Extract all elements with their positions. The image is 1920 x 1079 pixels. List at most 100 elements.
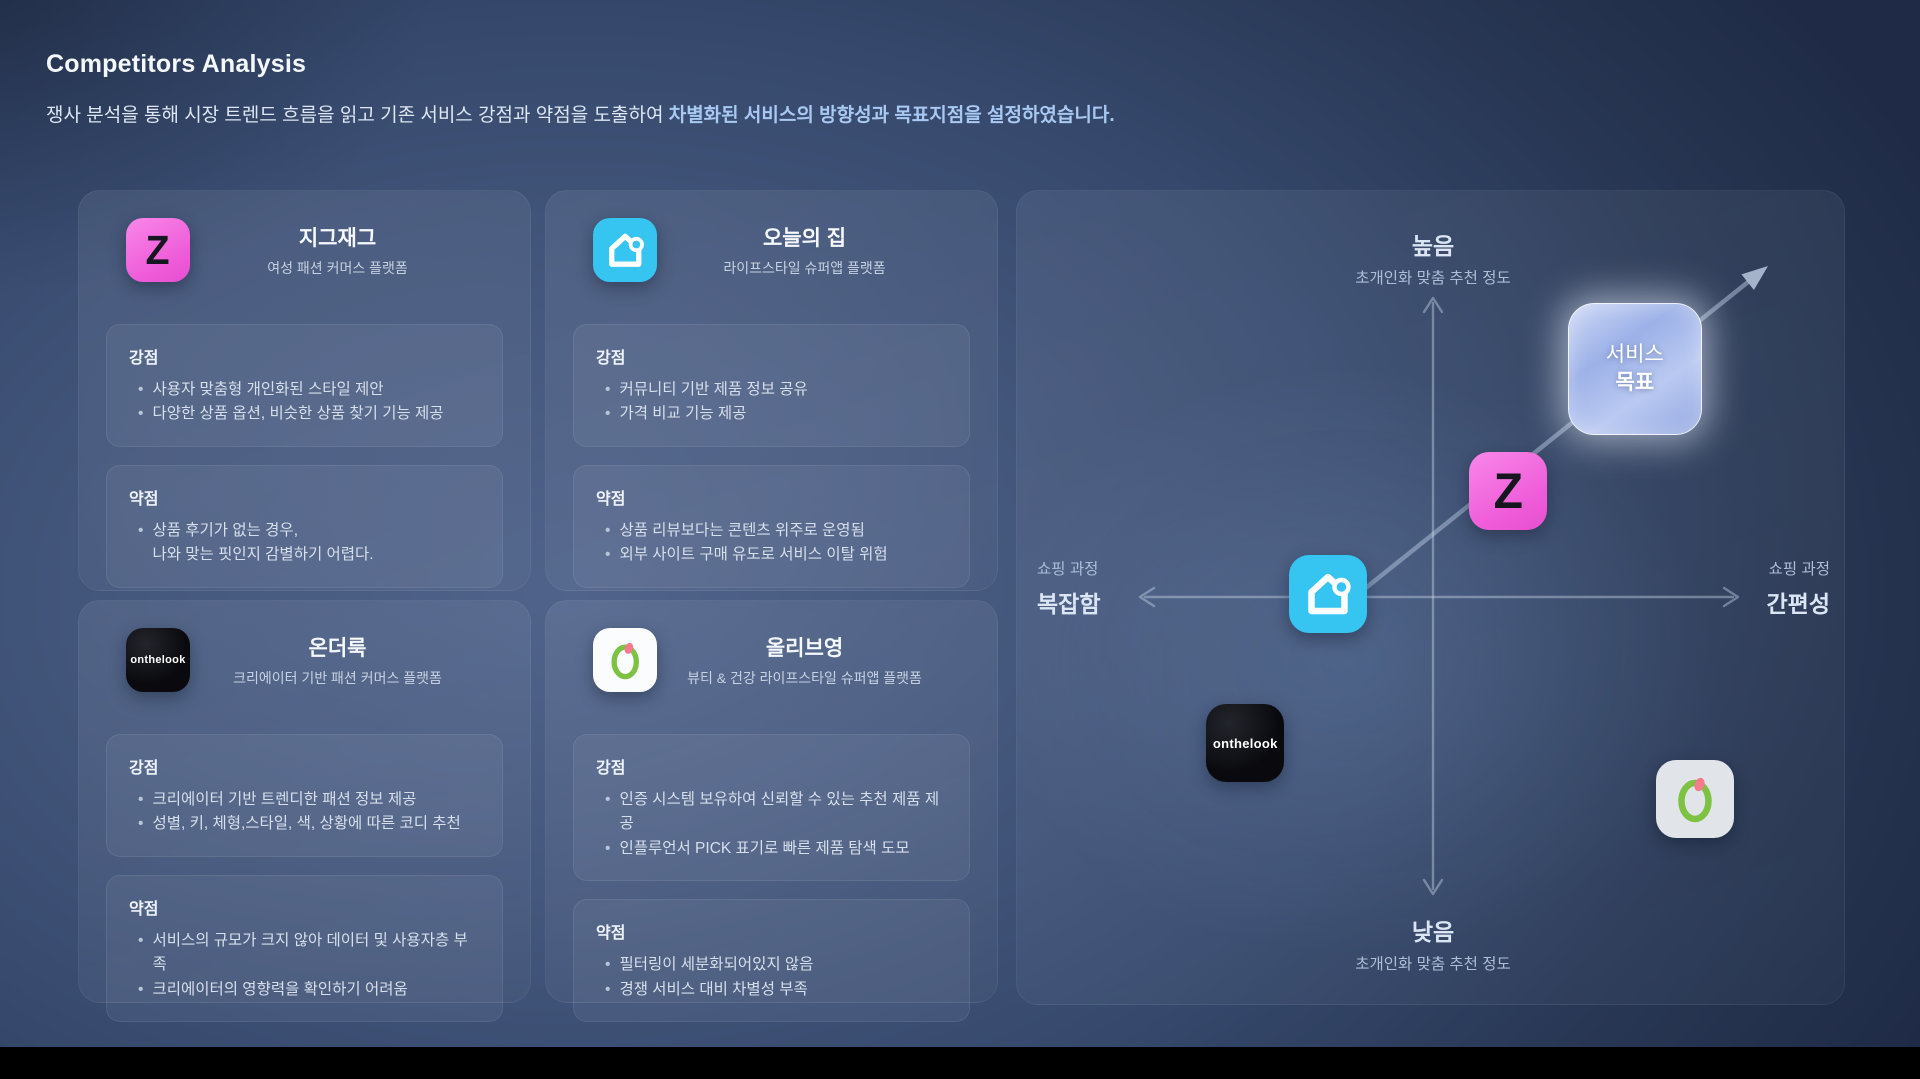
page-title: Competitors Analysis bbox=[46, 50, 307, 78]
bullet-item: • 사용자 맞춤형 개인화된 스타일 제안 bbox=[129, 378, 480, 402]
competitor-tagline: 여성 패션 커머스 플랫폼 bbox=[267, 260, 408, 276]
bullet-dot: • bbox=[138, 791, 144, 808]
bullet-dot: • bbox=[138, 931, 144, 949]
strengths-list: • 커뮤니티 기반 제품 정보 공유 • 가격 비교 기능 제공 bbox=[596, 378, 947, 427]
bullet-dot: • bbox=[138, 521, 144, 539]
competitor-card: onthelook 온더룩 크리에이터 기반 패션 커머스 플랫폼 강점 •크리… bbox=[78, 600, 531, 1023]
competitor-tagline: 라이프스타일 슈퍼앱 플랫폼 bbox=[723, 260, 886, 276]
y-axis-down-arrow-icon bbox=[1422, 878, 1444, 896]
weaknesses-label: 약점 bbox=[129, 490, 159, 508]
bullet-dot: • bbox=[138, 405, 144, 423]
chart-point-ohouse bbox=[1288, 555, 1367, 634]
bullet-text: 사용자 맞춤형 개인화된 스타일 제안 bbox=[152, 381, 384, 398]
card-header: Z 지그재그 여성 패션 커머스 플랫폼 bbox=[106, 218, 503, 282]
x-axis-right-title: 간편성 bbox=[1766, 591, 1830, 617]
bullet-text: 서비스의 규모가 크지 않아 데이터 및 사용자층 부족 bbox=[152, 931, 468, 974]
service-goal-box: 서비스 목표 bbox=[1567, 303, 1702, 436]
bullet-item: • 크리에이터 기반 트렌디한 패션 정보 제공 bbox=[129, 788, 480, 812]
ohouse-house-icon bbox=[593, 218, 657, 282]
chart-axes bbox=[1138, 266, 1768, 896]
app-icon-slot bbox=[593, 218, 657, 282]
bullet-item: • 필터링이 세분화되어있지 않음 bbox=[596, 953, 947, 977]
y-axis-bottom-title: 낮음 bbox=[1411, 919, 1455, 945]
service-goal-line2: 목표 bbox=[1615, 371, 1655, 395]
bullet-text: 경쟁 서비스 대비 차별성 부족 bbox=[619, 980, 808, 998]
weaknesses-box: 약점 • 서비스의 규모가 크지 않아 데이터 및 사용자층 부족 •크리에이터의 … bbox=[106, 874, 503, 1023]
weaknesses-box: 약점 • 상품 후기가 없는 경우, 나와 맞는 핏인지 감별하기 어렵다. bbox=[106, 464, 503, 588]
weaknesses-label: 약점 bbox=[596, 490, 626, 508]
app-icon-slot: onthelook bbox=[126, 628, 190, 692]
strengths-list: • 크리에이터 기반 트렌디한 패션 정보 제공 •성별, 키, 체형,스타일, 색… bbox=[129, 788, 480, 837]
goal-direction-arrow-head bbox=[1741, 266, 1768, 290]
y-axis-up-arrow-icon bbox=[1422, 296, 1444, 314]
bullet-text: 커뮤니티 기반 제품 정보 공유 bbox=[619, 381, 808, 398]
bullet-dot: • bbox=[605, 791, 611, 808]
bullet-item: •상품 리뷰보다는 콘텐츠 위주로 운영됨 bbox=[596, 519, 947, 543]
bullet-text: 외부 사이트 구매 유도로 서비스 이탈 위험 bbox=[619, 546, 888, 564]
bullet-text: 크리에이터 기반 트렌디한 패션 정보 제공 bbox=[152, 791, 417, 808]
bullet-dot: • bbox=[138, 980, 144, 998]
bullet-item: • 외부 사이트 구매 유도로 서비스 이탈 위험 bbox=[596, 543, 947, 567]
y-axis-bottom-sub: 초개인화 맞춤 추천 정도 bbox=[1355, 956, 1511, 973]
competitor-tagline: 크리에이터 기반 패션 커머스 플랫폼 bbox=[233, 670, 442, 686]
card-header-text: 지그재그 여성 패션 커머스 플랫폼 bbox=[190, 222, 503, 278]
card-header-text: 오늘의 집 라이프스타일 슈퍼앱 플랫폼 bbox=[657, 222, 970, 278]
y-axis-bottom-label: 낮음 초개인화 맞춤 추천 정도 bbox=[1355, 913, 1511, 974]
weaknesses-list: •상품 리뷰보다는 콘텐츠 위주로 운영됨•외부 사이트 구매 유도로 서비스 … bbox=[596, 519, 947, 568]
bullet-item: •인플루언서 PICK 표기로 빠른 제품 탐색 도모 bbox=[596, 837, 947, 861]
bullet-dot: • bbox=[138, 381, 144, 398]
oliveyoung-app-icon bbox=[593, 628, 657, 692]
competitor-card: 올리브영 뷰티 & 건강 라이프스타일 슈퍼앱 플랫폼 강점 •인증 시스템 보… bbox=[545, 600, 998, 1023]
strengths-box: 강점 •크리에이터 기반 트렌디한 패션 정보 제공•성별, 키, 체형,스타일… bbox=[106, 734, 503, 857]
bullet-dot: • bbox=[605, 521, 611, 539]
competitor-tagline: 뷰티 & 건강 라이프스타일 슈퍼앱 플랫폼 bbox=[687, 670, 922, 686]
bullet-item: •크리에이터의 영향력을 확인하기 어려움 bbox=[129, 978, 480, 1002]
oliveyoung-app-icon bbox=[1656, 760, 1735, 839]
bullet-text: 필터링이 세분화되어있지 않음 bbox=[619, 956, 814, 974]
weaknesses-list: • 서비스의 규모가 크지 않아 데이터 및 사용자층 부족 •크리에이터의 영향력… bbox=[129, 929, 480, 1002]
bullet-dot: • bbox=[605, 405, 611, 423]
app-icon-slot bbox=[593, 628, 657, 692]
bullet-text: 인증 시스템 보유하여 신뢰할 수 있는 추천 제품 제공 bbox=[619, 791, 940, 833]
card-header-text: 온더룩 크리에이터 기반 패션 커머스 플랫폼 bbox=[190, 632, 503, 688]
card-header: 올리브영 뷰티 & 건강 라이프스타일 슈퍼앱 플랫폼 bbox=[573, 628, 970, 692]
bullet-item: •경쟁 서비스 대비 차별성 부족 bbox=[596, 978, 947, 1002]
bullet-item: • 가격 비교 기능 제공 bbox=[596, 402, 947, 426]
bullet-dot: • bbox=[605, 381, 611, 398]
strengths-box: 강점 • 커뮤니티 기반 제품 정보 공유 • 가격 비교 기능 제공 bbox=[573, 324, 970, 447]
bottom-bar bbox=[0, 1047, 1920, 1079]
house-glyph-icon bbox=[608, 233, 644, 267]
weaknesses-label: 약점 bbox=[596, 925, 626, 943]
card-header: onthelook 온더룩 크리에이터 기반 패션 커머스 플랫폼 bbox=[106, 628, 503, 692]
x-axis-right-label: 쇼핑 과정 간편성 bbox=[1767, 557, 1830, 619]
bullet-item: • 커뮤니티 기반 제품 정보 공유 bbox=[596, 378, 947, 402]
strengths-list: • 인증 시스템 보유하여 신뢰할 수 있는 추천 제품 제공 •인플루언서 PIC… bbox=[596, 788, 947, 861]
bullet-dot: • bbox=[605, 546, 611, 564]
chart-point-zigzag: Z bbox=[1469, 451, 1548, 530]
house-glyph-icon bbox=[1308, 573, 1351, 615]
weaknesses-label: 약점 bbox=[129, 900, 159, 918]
oliveyoung-o-icon bbox=[1678, 777, 1712, 823]
card-header: 오늘의 집 라이프스타일 슈퍼앱 플랫폼 bbox=[573, 218, 970, 282]
bullet-text: 상품 후기가 없는 경우, 나와 맞는 핏인지 감별하기 어렵다. bbox=[152, 521, 374, 564]
bullet-item: •성별, 키, 체형,스타일, 색, 상황에 따른 코디 추천 bbox=[129, 812, 480, 836]
y-axis-top-title: 높음 bbox=[1411, 233, 1455, 259]
app-icon-slot: Z bbox=[126, 218, 190, 282]
bullet-dot: • bbox=[605, 956, 611, 974]
onthelook-wordmark: onthelook bbox=[130, 654, 186, 666]
bullet-item: • 서비스의 규모가 크지 않아 데이터 및 사용자층 부족 bbox=[129, 929, 480, 978]
subtitle-normal-text: 쟁사 분석을 통해 시장 트렌드 흐름을 읽고 기존 서비스 강점과 약점을 도… bbox=[46, 105, 669, 126]
bullet-text: 가격 비교 기능 제공 bbox=[619, 405, 747, 423]
y-axis-top-sub: 초개인화 맞춤 추천 정도 bbox=[1355, 270, 1511, 287]
strengths-label: 강점 bbox=[129, 350, 159, 367]
ohouse-house-icon bbox=[1288, 555, 1367, 634]
zigzag-letter: Z bbox=[145, 226, 171, 273]
bullet-text: 성별, 키, 체형,스타일, 색, 상황에 따른 코디 추천 bbox=[152, 815, 461, 833]
service-goal-line1: 서비스 bbox=[1605, 342, 1664, 366]
page-subtitle: 쟁사 분석을 통해 시장 트렌드 흐름을 읽고 기존 서비스 강점과 약점을 도… bbox=[46, 103, 1115, 130]
bullet-text: 다양한 상품 옵션, 비슷한 상품 찾기 기능 제공 bbox=[152, 405, 444, 423]
zigzag-app-icon: Z bbox=[126, 218, 190, 282]
subtitle-highlight-text: 차별화된 서비스의 방향성과 목표지점을 설정하였습니다. bbox=[668, 105, 1115, 126]
strengths-label: 강점 bbox=[596, 350, 626, 367]
